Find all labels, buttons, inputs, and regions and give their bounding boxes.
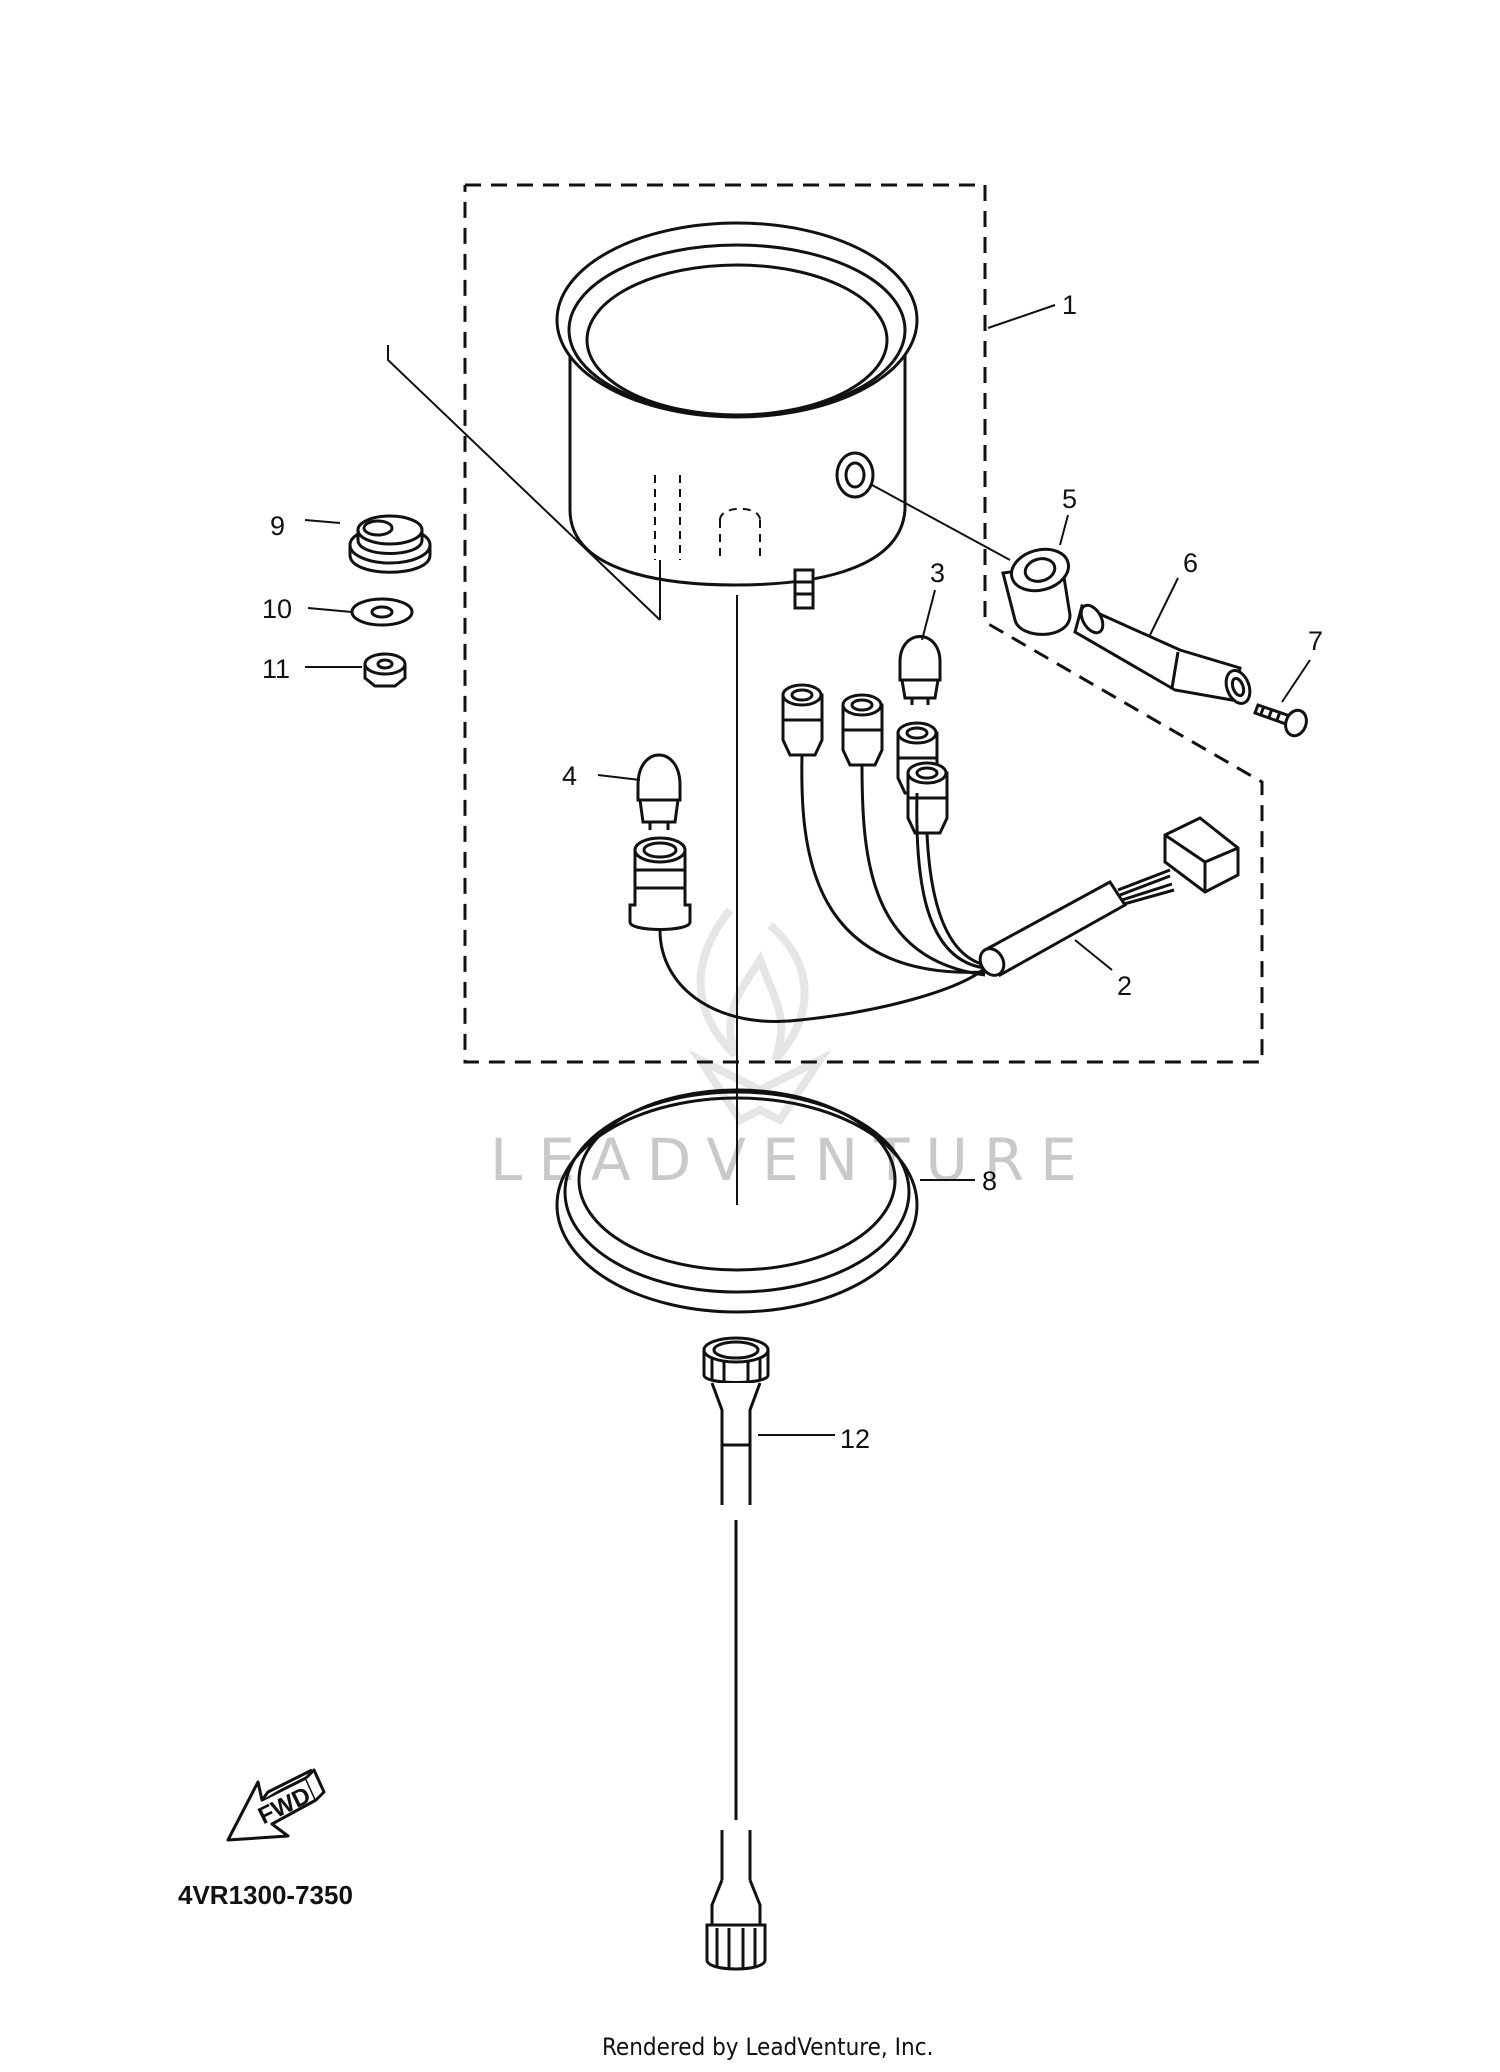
nut-part-11 — [363, 652, 407, 688]
render-credit: Rendered by LeadVenture, Inc. — [602, 2033, 933, 2061]
stud-assembly-line — [387, 345, 661, 621]
sleeve-part-5 — [1001, 547, 1072, 636]
callout-7: 7 — [1308, 626, 1323, 656]
port-to-sleeve-line — [871, 484, 1011, 561]
grommet-part-9 — [348, 514, 432, 574]
sealing-ring-part-8 — [555, 1088, 919, 1314]
harness-connector — [1117, 816, 1240, 906]
callout-9: 9 — [270, 511, 285, 541]
callout-10: 10 — [262, 594, 292, 624]
housing-hidden-stud — [654, 475, 761, 560]
callout-3: 3 — [930, 558, 945, 588]
harness-sockets — [781, 683, 949, 835]
callout-6: 6 — [1183, 548, 1198, 578]
kit-boundary — [463, 183, 1264, 1064]
callout-5: 5 — [1062, 484, 1077, 514]
speedometer-cable-part-12 — [702, 1336, 770, 1971]
callout-11: 11 — [262, 654, 290, 684]
screw-part-7 — [1253, 703, 1308, 738]
harness-wires — [658, 754, 986, 1023]
gauge-housing — [555, 221, 919, 610]
bulb-part-3 — [898, 635, 942, 705]
leadventure-flame-logo-icon — [688, 907, 832, 1126]
callout-12: 12 — [840, 1424, 870, 1454]
watermark-text: LEADVENTURE — [490, 1126, 1093, 1194]
fwd-arrow-icon — [226, 1768, 326, 1842]
callout-leaders — [304, 304, 1311, 1436]
callout-1: 1 — [1062, 290, 1077, 320]
callout-2: 2 — [1117, 971, 1132, 1001]
washer-part-10 — [350, 597, 414, 627]
callout-8: 8 — [982, 1166, 997, 1196]
bulb-part-4 — [636, 753, 682, 830]
callout-4: 4 — [562, 761, 577, 791]
bulb-socket — [628, 836, 692, 931]
diagram-code: 4VR1300-7350 — [178, 1880, 353, 1910]
cable-sleeve-part-6 — [1073, 603, 1252, 705]
harness-tube — [978, 880, 1128, 978]
